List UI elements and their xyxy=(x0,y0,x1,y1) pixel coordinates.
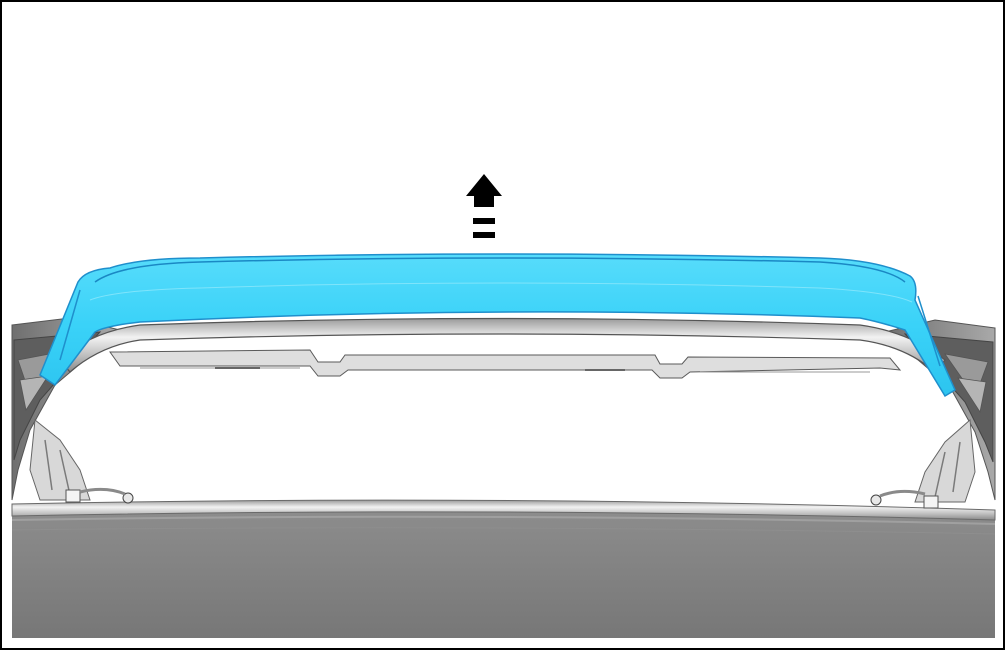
lift-up-arrow-icon xyxy=(466,174,502,238)
roof-frame-rail xyxy=(59,317,946,379)
left-pillar xyxy=(11,317,134,504)
highlighted-roof-panel xyxy=(39,253,956,398)
lower-body-panel xyxy=(11,499,996,638)
right-pillar xyxy=(870,319,996,509)
